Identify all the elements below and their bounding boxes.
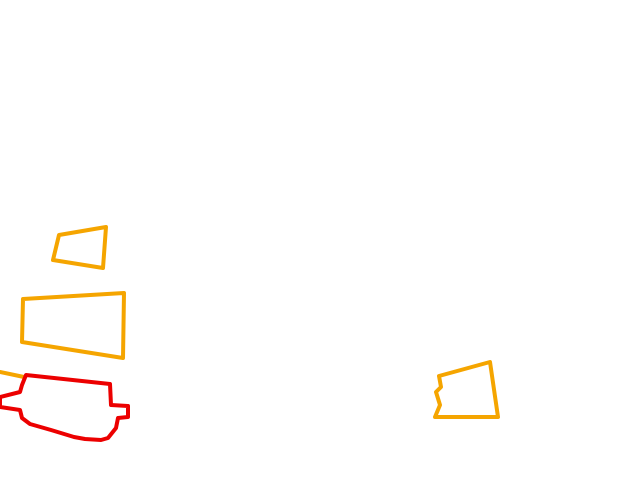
orange-outline-1 [51, 225, 108, 270]
orange-outline-2 [20, 291, 126, 360]
orange-outline-5 [433, 360, 500, 419]
red-outline-4 [0, 373, 130, 442]
orange-outline-3 [0, 370, 26, 379]
